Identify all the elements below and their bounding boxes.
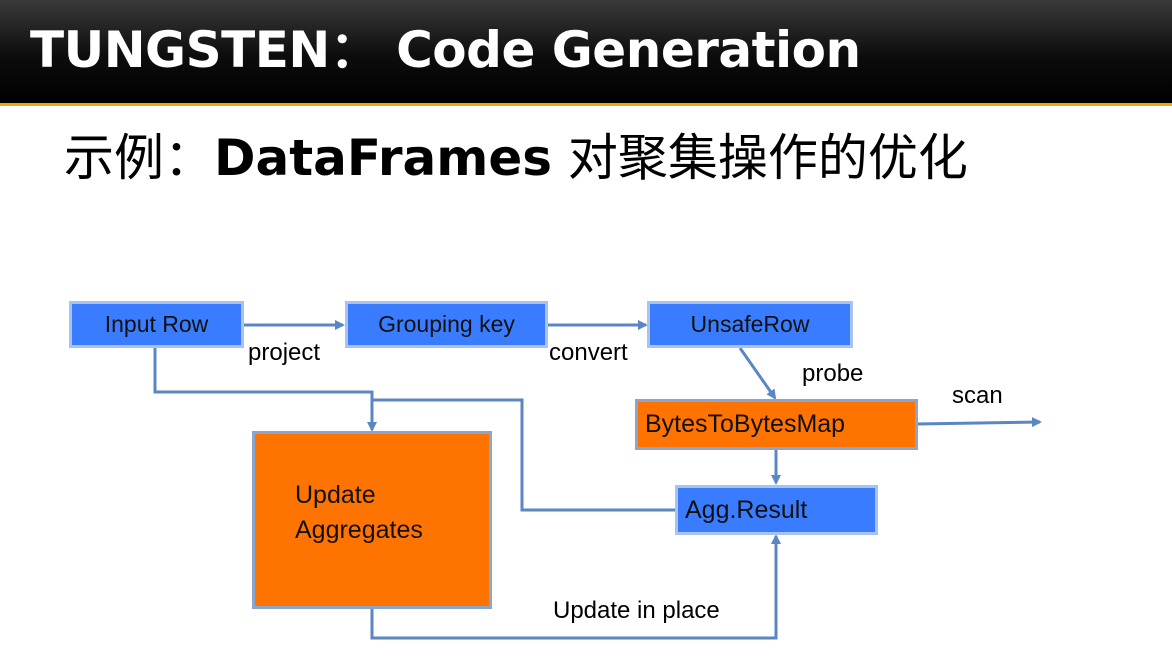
- node-agg-result: Agg.Result: [675, 485, 878, 535]
- node-update-aggregates: Update Aggregates: [252, 431, 492, 609]
- edge-label-convert: convert: [549, 339, 628, 366]
- subtitle-suffix: 对聚集操作的优化: [552, 129, 968, 187]
- header-accent-line: [0, 103, 1172, 106]
- edge-label-update-in-place: Update in place: [553, 597, 720, 624]
- subtitle-prefix: 示例：: [64, 129, 214, 187]
- subtitle-bold: DataFrames: [214, 129, 553, 187]
- arrow-update-in-place: [370, 534, 781, 640]
- page-title: TUNGSTEN： Code Generation: [30, 21, 861, 79]
- node-input-row: Input Row: [69, 301, 244, 348]
- arrow-scan: [916, 417, 1042, 428]
- node-grouping-key: Grouping key: [345, 301, 548, 348]
- header-bar: TUNGSTEN： Code Generation: [0, 0, 1172, 103]
- node-unsafe-row: UnsafeRow: [647, 301, 853, 348]
- edge-label-scan: scan: [952, 382, 1003, 409]
- node-agg-result-label: Agg.Result: [685, 495, 808, 524]
- arrow-probe: [738, 347, 777, 400]
- slide-subtitle: 示例：DataFrames 对聚集操作的优化: [64, 122, 968, 194]
- edge-label-probe: probe: [802, 360, 864, 387]
- node-update-aggregates-line1: Update: [295, 481, 376, 509]
- node-bytes-to-bytes-map-label: BytesToBytesMap: [645, 410, 846, 438]
- node-update-aggregates-line2: Aggregates: [295, 516, 423, 544]
- node-bytes-to-bytes-map: BytesToBytesMap: [635, 399, 918, 450]
- arrow-input-to-update: [153, 348, 377, 432]
- edge-label-project: project: [248, 339, 321, 366]
- line-result-to-branch: [372, 398, 675, 512]
